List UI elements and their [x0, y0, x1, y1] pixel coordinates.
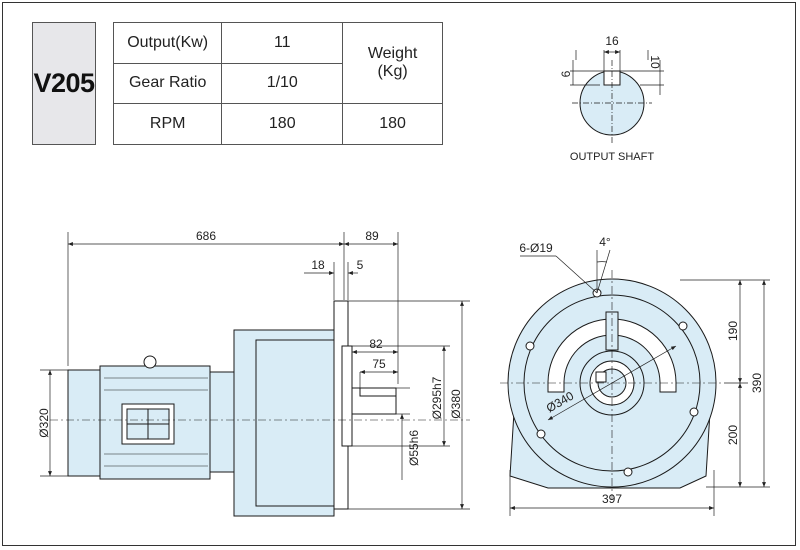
- dim-motor-dia-label: Ø320: [37, 408, 51, 438]
- lifting-eye: [143, 355, 157, 369]
- bolt-hole: [623, 467, 633, 477]
- model-box: V205: [32, 22, 96, 145]
- front-view: [500, 270, 724, 500]
- bolt-hole: [689, 407, 699, 417]
- ratio-value: 1/10: [221, 62, 344, 105]
- bolt-hole: [536, 429, 546, 439]
- dim-18-label: 18: [311, 258, 325, 272]
- output-shaft-caption: OUTPUT SHAFT: [570, 151, 654, 163]
- bolt-holes: [525, 288, 699, 477]
- dim-200-label: 200: [726, 425, 740, 445]
- output-label: Output(Kw): [112, 22, 223, 64]
- dim-390-label: 390: [750, 373, 764, 393]
- dim-pcd: [547, 345, 677, 421]
- dim-397-label: 397: [602, 492, 622, 506]
- gearbox-inner: [255, 339, 335, 507]
- rpm-label: RPM: [112, 103, 223, 145]
- dim-flange-dia-label: Ø380: [449, 389, 463, 419]
- shaft-keyway-front: [595, 371, 607, 383]
- spec-row-rpm: RPM 180 180: [112, 103, 443, 145]
- spec-table: Output(Kw) 11 Weight (Kg) Gear Ratio 1/1…: [112, 21, 443, 145]
- weight-label: Weight (Kg): [342, 21, 443, 105]
- dim-holes-leader: [555, 255, 598, 294]
- bolt-hole: [525, 341, 535, 351]
- shaft-key-height-label: 10: [648, 55, 662, 69]
- dim-holes-label: 6-Ø19: [519, 241, 553, 255]
- side-view-dimensions: [40, 232, 470, 510]
- weight-label-line1: Weight: [367, 45, 418, 63]
- front-view-dimensions: [509, 249, 770, 516]
- dim-82-label: 82: [369, 337, 383, 351]
- spec-row-output: Output(Kw) 11 Weight (Kg): [112, 21, 443, 105]
- rpm-value: 180: [221, 103, 344, 145]
- dim-89-label: 89: [365, 229, 379, 243]
- dim-shaft-dia-label: Ø55h6: [407, 430, 421, 466]
- weight-value: 180: [342, 103, 443, 145]
- dim-190-label: 190: [726, 321, 740, 341]
- dim-spigot-dia-label: Ø295h7: [430, 376, 444, 419]
- bolt-hole: [678, 321, 688, 331]
- model-label: V205: [33, 68, 95, 98]
- dim-686-label: 686: [196, 229, 216, 243]
- output-shaft-detail: [570, 50, 664, 145]
- side-view: [50, 300, 470, 517]
- output-value: 11: [221, 22, 344, 64]
- dim-angle-label: 4°: [599, 235, 611, 249]
- weight-label-line2: (Kg): [377, 63, 408, 81]
- spec-row-ratio: Gear Ratio 1/10: [112, 62, 443, 105]
- shaft-key-depth-label: 6: [559, 70, 573, 77]
- shaft-key: [359, 387, 397, 397]
- flange-spigot: [341, 345, 353, 447]
- dim-5-label: 5: [357, 258, 364, 272]
- motor-cooling-fins: [104, 377, 208, 467]
- ratio-label: Gear Ratio: [112, 62, 223, 105]
- motor-adapter: [209, 371, 235, 473]
- dim-75-label: 75: [372, 357, 386, 371]
- shaft-width-label: 16: [605, 34, 619, 48]
